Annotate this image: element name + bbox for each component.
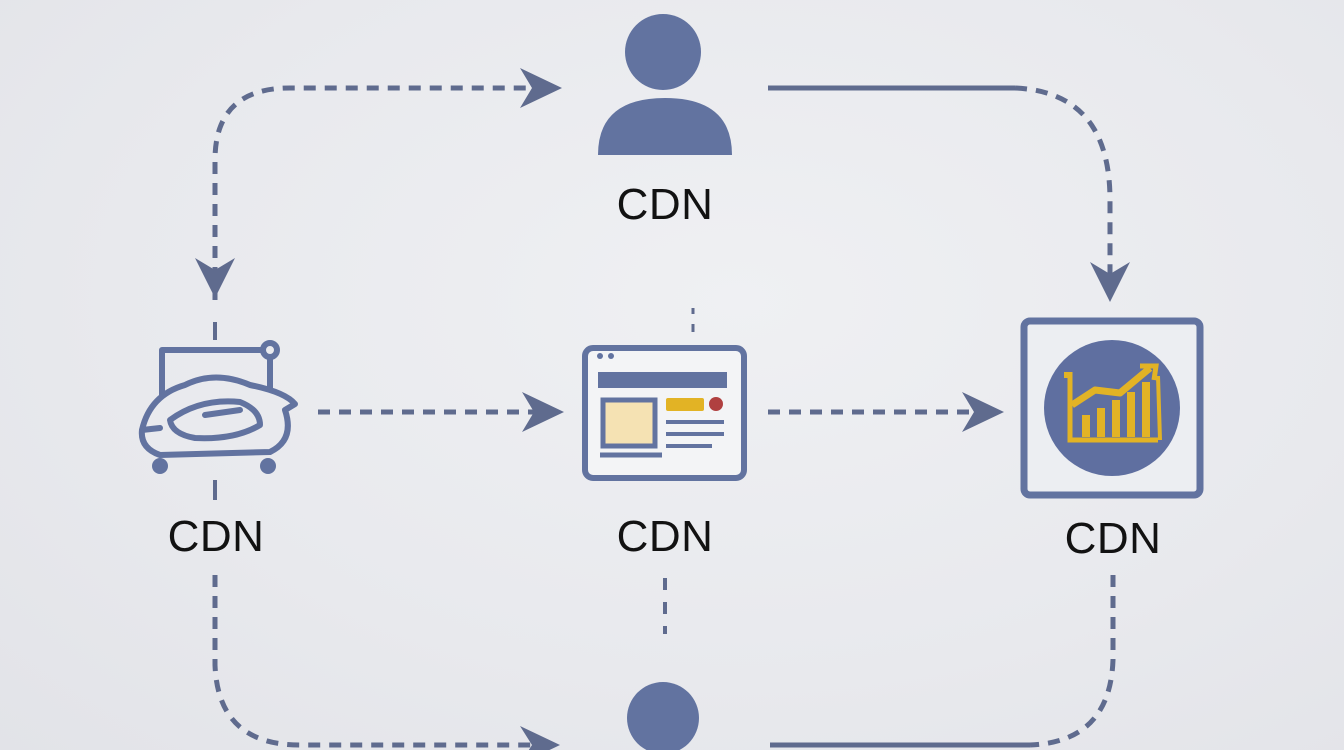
connector-left-to-bottom xyxy=(212,575,540,748)
arrow-head-center xyxy=(522,392,564,432)
webpage-icon xyxy=(582,345,747,481)
connector-right-to-bottom xyxy=(1029,575,1116,748)
car-icon xyxy=(138,340,298,458)
arrow-head-left-down xyxy=(195,258,235,298)
user-icon xyxy=(598,14,732,155)
arrow-head-right xyxy=(962,392,1004,432)
connector-top-to-right-dashed xyxy=(1014,85,1113,288)
arrow-head-bottom xyxy=(520,726,560,750)
node-label-right: CDN xyxy=(1064,514,1162,563)
connector-left-to-top xyxy=(212,85,555,300)
node-label-top: CDN xyxy=(616,180,714,229)
arrow-head-right-down xyxy=(1090,262,1130,302)
arrow-head-top xyxy=(520,68,562,108)
analytics-chart-icon xyxy=(1020,317,1204,499)
wheel-icon xyxy=(260,458,276,474)
node-label-left: CDN xyxy=(167,512,265,561)
node-label-center: CDN xyxy=(616,512,714,561)
user-icon-bottom xyxy=(627,682,699,750)
wheel-icon xyxy=(152,458,168,474)
